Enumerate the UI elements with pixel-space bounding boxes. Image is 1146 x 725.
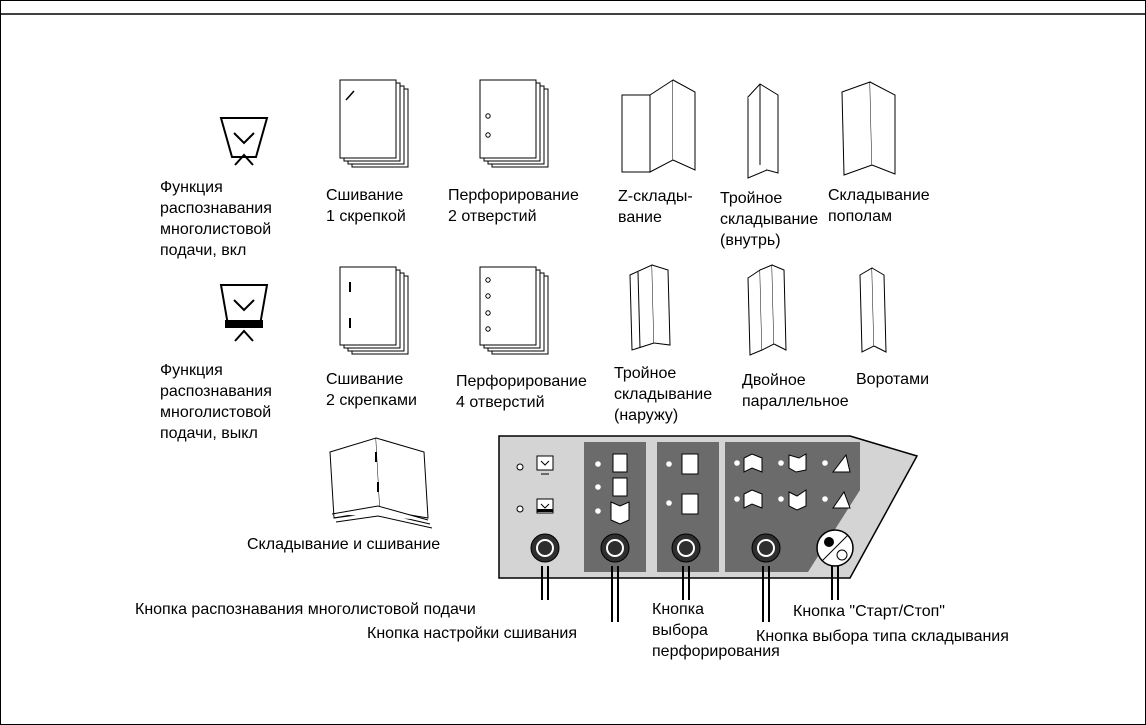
- punch-four-icon: [479, 266, 549, 355]
- panel-staple-indicators: [595, 453, 630, 525]
- callout-multifeed-button: Кнопка распознавания многолистовой подач…: [135, 601, 476, 618]
- z-fold-icon: [621, 79, 696, 173]
- label-punch-four: Перфорирование 4 отверстий: [456, 373, 587, 411]
- label-staple-one: Сшивание 1 скрепкой: [326, 187, 406, 225]
- panel-punch-indicators: [666, 453, 699, 515]
- multifeed-button[interactable]: [530, 533, 560, 563]
- multifeed-on-icon: [219, 117, 269, 166]
- label-multifeed-on: Функция распознавания многолистовой пода…: [160, 179, 272, 259]
- start-stop-button[interactable]: [816, 529, 854, 567]
- label-z-fold: Z-склады- вание: [618, 188, 693, 226]
- control-panel: [498, 435, 919, 579]
- callout-punch-button: Кнопка выбора перфорирования: [652, 601, 780, 660]
- label-half-fold: Складывание пополам: [828, 187, 930, 225]
- label-double-parallel: Двойное параллельное: [742, 372, 849, 410]
- staple-one-icon: [339, 79, 409, 168]
- panel-multifeed-indicators: [516, 455, 554, 514]
- label-trifold-out: Тройное складывание (наружу): [614, 365, 713, 424]
- half-fold-icon: [841, 81, 896, 176]
- trifold-out-icon: [629, 264, 671, 351]
- label-multifeed-off: Функция распознавания многолистовой пода…: [160, 362, 272, 442]
- double-parallel-icon: [747, 264, 787, 356]
- callout-staple-button: Кнопка настройки сшивания: [367, 625, 578, 642]
- punch-button[interactable]: [671, 533, 701, 563]
- label-fold-stitch: Складывание и сшивание: [247, 536, 441, 553]
- callout-fold-button: Кнопка выбора типа складывания: [756, 628, 1009, 645]
- punch-two-icon: [479, 79, 549, 168]
- label-gate: Воротами: [856, 371, 929, 388]
- fold-stitch-icon: [329, 437, 433, 529]
- multifeed-off-icon: [219, 284, 269, 342]
- gate-fold-icon: [859, 267, 887, 353]
- callout-start-stop: Кнопка "Старт/Стоп": [793, 603, 945, 620]
- panel-fold-indicators: [734, 453, 851, 511]
- trifold-in-icon: [747, 83, 779, 179]
- callout-arrows: [541, 566, 839, 622]
- label-staple-two: Сшивание 2 скрепками: [326, 371, 417, 409]
- label-punch-two: Перфорирование 2 отверстий: [448, 187, 579, 225]
- label-trifold-in: Тройное складывание (внутрь): [720, 190, 819, 249]
- fold-button[interactable]: [751, 533, 781, 563]
- staple-two-icon: [339, 266, 409, 355]
- staple-button[interactable]: [600, 533, 630, 563]
